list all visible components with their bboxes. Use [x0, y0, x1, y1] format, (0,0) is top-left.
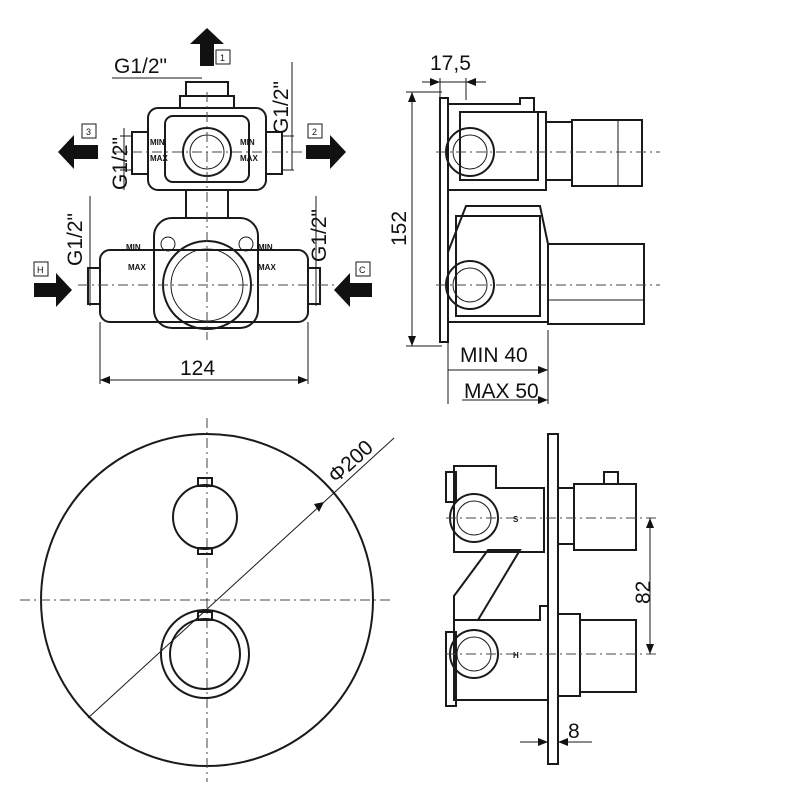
installation-depth-dimension: MIN 40 MAX 50 [447, 322, 549, 404]
mark-h-label: H [513, 651, 519, 660]
min-label-lower-left: MIN [126, 243, 141, 252]
max-label-upper-right: MAX [240, 154, 258, 163]
port-1-label: 1 [220, 53, 225, 63]
port-3-label: 3 [86, 127, 91, 137]
spacing-82-dimension: 82 [632, 518, 655, 654]
width-124-label: 124 [180, 357, 215, 380]
max-label-lower-left: MAX [128, 263, 146, 272]
depth-17-5-label: 17,5 [430, 52, 471, 75]
plate-thickness-dimension: 8 [520, 720, 592, 746]
min-label-upper-right: MIN [240, 138, 255, 147]
min-label-lower-right: MIN [258, 243, 273, 252]
thermostat-knob [160, 609, 250, 699]
spacing-82-label: 82 [632, 581, 655, 604]
height-152-label: 152 [388, 211, 411, 246]
thread-right-label: G1/2" [270, 81, 293, 134]
arrow-right-icon [306, 135, 346, 169]
depth-17-5-dimension: 17,5 [422, 52, 486, 100]
cold-inlet-arrow-icon [334, 273, 372, 307]
height-152-dimension: 152 [388, 91, 442, 347]
port-c-label: C [359, 265, 366, 275]
min-label-upper-left: MIN [150, 138, 165, 147]
thread-lower-left-label: G1/2" [64, 213, 87, 266]
plate-8-label: 8 [568, 720, 580, 743]
max-label-lower-right: MAX [258, 263, 276, 272]
mark-s-label: S [513, 515, 519, 524]
thread-left-label: G1/2" [109, 137, 132, 190]
max-50-label: MAX 50 [464, 380, 539, 403]
thread-top-label: G1/2" [114, 55, 167, 78]
max-label-upper-left: MAX [150, 154, 168, 163]
valve-side-view [436, 97, 660, 343]
thread-lower-right-label: G1/2" [308, 209, 331, 262]
arrow-up-icon [190, 28, 224, 66]
assembled-side-view: S H [445, 433, 660, 765]
width-dimension: 124 [99, 322, 309, 384]
arrow-left-icon [58, 135, 98, 169]
cover-plate-front-view: Φ200 [20, 418, 395, 782]
port-h-label: H [37, 265, 44, 275]
thread-dimensions: G1/2" G1/2" G1/2" G1/2" G1/2" [64, 55, 331, 306]
valve-front-view: MIN MAX MIN MAX MIN MAX MIN MAX [78, 81, 334, 340]
diameter-200-label: Φ200 [324, 436, 378, 488]
min-40-label: MIN 40 [460, 344, 528, 367]
flow-arrows: 1 2 3 H C [33, 28, 372, 307]
hot-inlet-arrow-icon [34, 273, 72, 307]
port-2-label: 2 [312, 127, 317, 137]
diverter-knob [172, 484, 238, 550]
